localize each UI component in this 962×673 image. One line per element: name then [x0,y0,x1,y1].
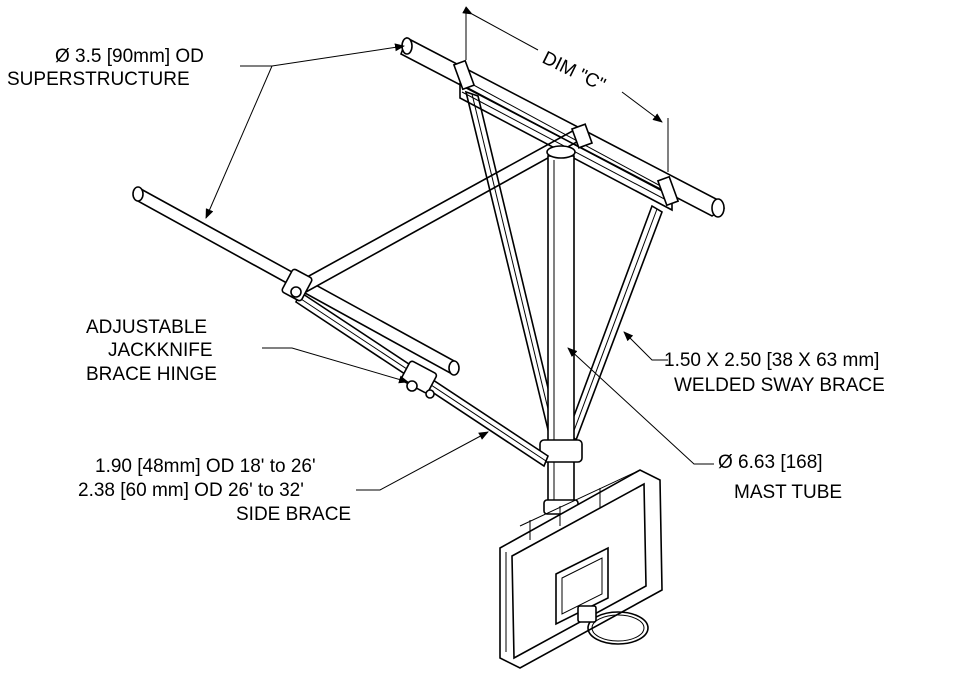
superstructure-label-line1: Ø 3.5 [90mm] OD [55,46,204,67]
mast-tube [539,145,583,515]
mast-label-line1: Ø 6.63 [168] [718,452,823,473]
side-label-line3: SIDE BRACE [236,504,351,525]
side-label-line2: 2.38 [60 mm] OD 26' to 32' [78,480,304,501]
top-superstructure-pipe [400,36,726,218]
hoop-rim [587,611,649,645]
hinge-label-line1: ADJUSTABLE [86,317,207,338]
sway-brace-leader: 1.50 X 2.50 [38 X 63 mm] WELDED SWAY BRA… [623,331,885,396]
pipe-clamps [281,268,438,399]
sway-label-line2: WELDED SWAY BRACE [674,375,885,396]
sway-label-line1: 1.50 X 2.50 [38 X 63 mm] [664,350,879,371]
hinge-label-line3: BRACE HINGE [86,364,217,385]
side-brace-leader: 1.90 [48mm] OD 18' to 26' 2.38 [60 mm] O… [78,431,489,525]
backboard [499,469,663,669]
mast-label-line2: MAST TUBE [734,482,842,503]
sway-brace-channel [452,59,680,212]
side-label-line1: 1.90 [48mm] OD 18' to 26' [95,456,316,477]
cross-pipe [296,126,586,294]
superstructure-label-line2: SUPERSTRUCTURE [7,69,190,90]
dim-c-label: DIM "C" [539,48,609,96]
mast-leader: Ø 6.63 [168] MAST TUBE [567,347,842,503]
hinge-label-line2: JACKKNIFE [108,340,213,361]
superstructure-leader: Ø 3.5 [90mm] OD SUPERSTRUCTURE [7,43,405,219]
hinge-leader: ADJUSTABLE JACKKNIFE BRACE HINGE [86,317,409,385]
